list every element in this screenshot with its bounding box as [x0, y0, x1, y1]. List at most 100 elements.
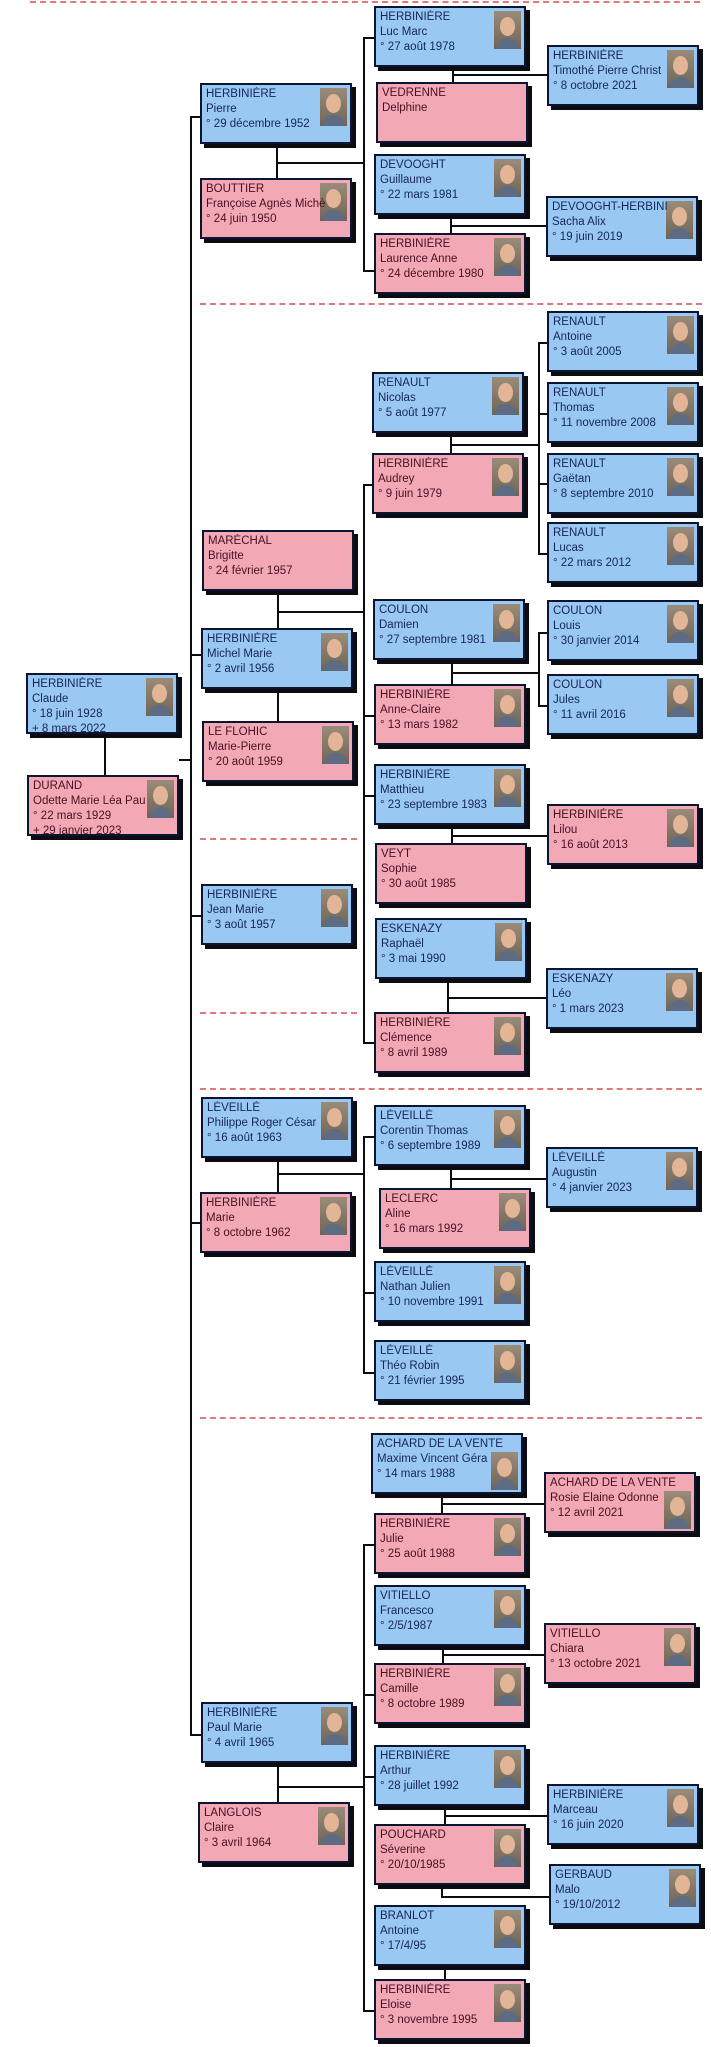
- connector-line: [451, 672, 540, 674]
- person-birth: ° 24 décembre 1980: [380, 268, 484, 280]
- connector-line: [444, 1966, 446, 1980]
- person-given: Thomas: [553, 402, 595, 414]
- connector-line: [441, 1503, 545, 1505]
- connector-line: [277, 1786, 365, 1788]
- person-given: Francesco: [380, 1605, 434, 1617]
- person-given: Sophie: [381, 863, 417, 875]
- connector-line: [538, 705, 548, 707]
- person-given: Sacha Alix: [552, 216, 606, 228]
- person-given: Delphine: [382, 102, 428, 114]
- portrait-photo-icon: [320, 88, 347, 126]
- person-given: Nathan Julien: [380, 1281, 451, 1293]
- portrait-photo-icon: [667, 387, 694, 425]
- person-birth: ° 1 mars 2023: [552, 1003, 624, 1015]
- person-given: Gaëtan: [553, 473, 591, 485]
- person-given: Laurence Anne: [380, 253, 458, 265]
- person-surname: HERBINIÈRE: [32, 678, 103, 690]
- connector-line: [363, 2010, 375, 2012]
- person-given: Matthieu: [380, 784, 425, 796]
- portrait-photo-icon: [494, 1984, 521, 2022]
- connector-line: [190, 915, 202, 917]
- person-surname: LECLERC: [385, 1193, 439, 1205]
- person-birth: ° 18 juin 1928: [32, 708, 103, 720]
- person-surname: ESKENAZY: [381, 923, 443, 935]
- person-given: Raphaël: [381, 938, 424, 950]
- person-birth: ° 24 juin 1950: [206, 213, 277, 225]
- person-given: Michel Marie: [207, 648, 273, 660]
- person-birth: ° 21 février 1995: [380, 1375, 465, 1387]
- portrait-photo-icon: [491, 1452, 518, 1490]
- portrait-photo-icon: [494, 1590, 521, 1628]
- person-surname: HERBINIÈRE: [380, 1668, 451, 1680]
- connector-line: [450, 444, 540, 446]
- portrait-photo-icon: [669, 1869, 696, 1907]
- person-birth: ° 28 juillet 1992: [380, 1780, 459, 1792]
- person-surname: DURAND: [33, 780, 83, 792]
- branch-separator: [200, 1417, 702, 1419]
- person-birth: ° 20/10/1985: [380, 1859, 446, 1871]
- person-birth: ° 27 septembre 1981: [379, 634, 486, 646]
- connector-line: [441, 1885, 443, 1898]
- person-surname: HERBINIÈRE: [380, 1750, 451, 1762]
- person-birth: ° 11 novembre 2008: [553, 417, 656, 429]
- person-birth: ° 22 mars 2012: [553, 557, 632, 569]
- portrait-photo-icon: [666, 1152, 693, 1190]
- connector-line: [451, 835, 548, 837]
- person-surname: HERBINIÈRE: [206, 1197, 277, 1209]
- connector-line: [450, 1166, 452, 1189]
- connector-line: [538, 342, 548, 344]
- person-birth: ° 19 juin 2019: [552, 231, 623, 243]
